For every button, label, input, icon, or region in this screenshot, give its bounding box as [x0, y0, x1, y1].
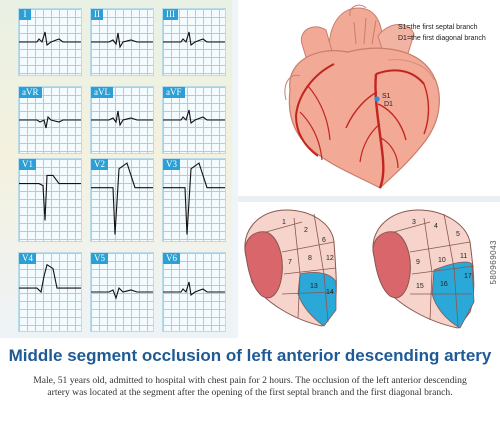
ecg-lead-ii: II [90, 8, 154, 76]
segment-label-2: 2 [304, 227, 308, 234]
ecg-trace [163, 109, 225, 124]
ecg-waveform [163, 109, 225, 124]
ecg-lead-label: aVL [91, 87, 113, 98]
segment-label-6: 6 [322, 237, 326, 244]
segment-label-7: 7 [288, 259, 292, 266]
segment-label-4: 4 [434, 223, 438, 230]
segment-label-10: 10 [438, 257, 446, 264]
ecg-waveform [91, 162, 153, 235]
ecg-trace [163, 281, 225, 296]
panel-divider [232, 0, 238, 338]
segment-label-12: 12 [326, 255, 334, 262]
segment-label-3: 3 [412, 219, 416, 226]
segment-label-15: 15 [416, 283, 424, 290]
segment-label-11: 11 [460, 253, 467, 260]
segment-diagram-left [244, 209, 337, 327]
segment-label-1: 1 [282, 219, 286, 226]
segment-label-9: 9 [416, 259, 420, 266]
ecg-lead-v1: V1 [18, 158, 82, 242]
heart-illustration-panel: S1 D1 [238, 0, 500, 202]
ecg-lead-iii: III [162, 8, 226, 76]
ecg-waveform [91, 32, 153, 49]
segment-label-13: 13 [310, 283, 318, 290]
ecg-lead-label: V4 [19, 253, 36, 264]
ecg-trace [91, 32, 153, 49]
ecg-lead-v4: V4 [18, 252, 82, 332]
segment-labels-right: 3 4 5 9 10 11 15 16 17 [412, 219, 472, 290]
ecg-lead-label: aVF [163, 87, 185, 98]
segment-label-17: 17 [464, 273, 472, 280]
ecg-lead-v2: V2 [90, 158, 154, 242]
segment-label-5: 5 [456, 231, 460, 238]
ecg-lead-label: V5 [91, 253, 108, 264]
heart-illustration: S1 D1 [284, 4, 440, 189]
ecg-waveform [19, 31, 81, 46]
figure-caption: Male, 51 years old, admitted to hospital… [33, 375, 467, 398]
ecg-trace [19, 174, 81, 221]
figure-title: Middle segment occlusion of left anterio… [8, 346, 492, 365]
legend-s1: S1=the first septal branch [398, 24, 478, 31]
ecg-lead-label: V1 [19, 159, 36, 170]
ecg-lead-label: V6 [163, 253, 180, 264]
ecg-waveform [163, 281, 225, 296]
ecg-trace [91, 110, 153, 127]
ecg-trace [19, 31, 81, 46]
ecg-lead-avr: aVR [18, 86, 82, 154]
ecg-lead-label: V2 [91, 159, 108, 170]
ecg-trace [91, 162, 153, 235]
ecg-waveform [91, 110, 153, 127]
ecg-trace [91, 286, 153, 300]
segment-label-8: 8 [308, 255, 312, 262]
ecg-waveform [19, 263, 81, 294]
ecg-lead-label: aVR [19, 87, 42, 98]
ecg-waveform [163, 162, 225, 235]
ecg-waveform [19, 115, 81, 129]
ecg-lead-label: I [19, 9, 31, 20]
d1-label: D1 [384, 101, 393, 108]
ecg-lead-label: V3 [163, 159, 180, 170]
ecg-lead-v3: V3 [162, 158, 226, 242]
ecg-lead-avl: aVL [90, 86, 154, 154]
ecg-lead-i: I [18, 8, 82, 76]
segment-label-16: 16 [440, 281, 448, 288]
watermark: 580969043 [489, 240, 498, 285]
ecg-trace [19, 115, 81, 129]
ecg-lead-label: II [91, 9, 103, 20]
ecg-waveform [19, 174, 81, 221]
ecg-lead-v5: V5 [90, 252, 154, 332]
ecg-trace [163, 162, 225, 235]
legend-d1: D1=the first diagonal branch [398, 35, 486, 42]
ecg-waveform [163, 31, 225, 46]
ecg-lead-avf: aVF [162, 86, 226, 154]
segment-diagram-right [372, 209, 475, 329]
ecg-trace [163, 31, 225, 46]
ecg-trace [19, 263, 81, 294]
s1-label: S1 [382, 93, 391, 100]
segment-label-14: 14 [326, 289, 334, 296]
ecg-lead-v6: V6 [162, 252, 226, 332]
ecg-lead-label: III [163, 9, 178, 20]
ecg-waveform [91, 286, 153, 300]
